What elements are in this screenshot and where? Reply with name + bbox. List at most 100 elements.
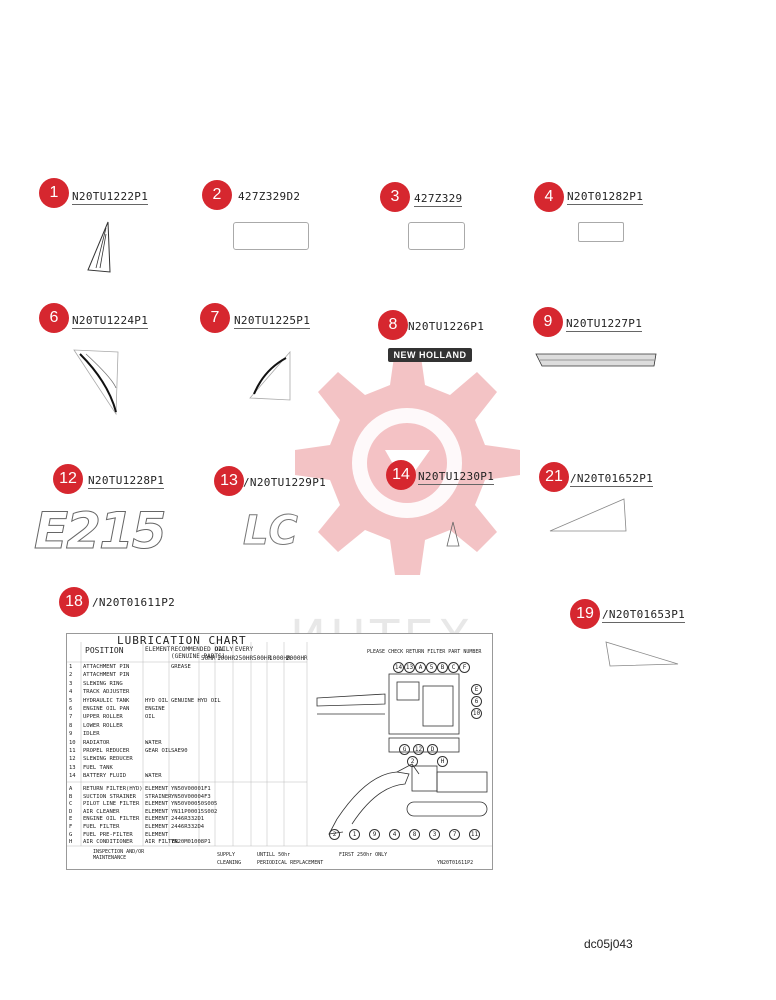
part-number-7: N20TU1225P1 — [234, 314, 311, 329]
row-pos: HYDRAULIC TANK — [83, 697, 130, 704]
callout-3: 3 — [380, 182, 410, 212]
header-hr-250: 250HR — [235, 655, 254, 662]
row-pos: RETURN FILTER(HYD) — [83, 786, 143, 792]
row-oil: GENUINE HYD OIL — [171, 697, 221, 704]
diagram-code: dc05j043 — [584, 937, 633, 951]
decal-4-plate — [578, 222, 624, 242]
excavator-callout: H — [437, 756, 448, 767]
row-pos: ATTACHMENT PIN — [83, 672, 130, 679]
decal-14-stripe — [446, 521, 460, 547]
row-pos: ENGINE OIL PAN — [83, 706, 130, 712]
row-pos: ATTACHMENT PIN — [83, 664, 130, 670]
row-oil: YN50V00050S005 — [171, 801, 218, 808]
excavator-callout: 8 — [409, 829, 420, 840]
row-el: HYD OIL — [145, 697, 169, 704]
row-code: B — [69, 793, 73, 800]
row-pos: RADIATOR — [83, 739, 110, 746]
row-code: 14 — [69, 773, 76, 780]
row-pos: PILOT LINE FILTER — [83, 801, 140, 808]
header-every: EVERY — [235, 646, 254, 653]
row-el: STRAINER — [145, 793, 172, 800]
part-number-4: N20T01282P1 — [567, 190, 644, 205]
row-oil: YN50V00004F3 — [171, 793, 211, 800]
note-until: UNTILL 50hr — [257, 852, 291, 858]
row-code: 7 — [69, 714, 73, 721]
callout-1: 1 — [39, 178, 69, 208]
header-hr-100: 100HR — [217, 655, 236, 662]
excavator-callout: 3 — [429, 829, 440, 840]
row-oil: SAE90 — [171, 748, 188, 754]
chart-code: YN20T01611P2 — [437, 860, 474, 866]
excavator-callout: E — [471, 684, 482, 695]
row-el: WATER — [145, 773, 162, 780]
part-number-1: N20TU1222P1 — [72, 190, 149, 205]
note-periodical: PERIODICAL REPLACEMENT — [257, 860, 324, 866]
excavator-callout: 11 — [469, 829, 480, 840]
header-oil-sub: (GENUINE PARTS) — [171, 653, 226, 660]
excavator-callout: 4 — [389, 829, 400, 840]
row-pos: AIR CLEANER — [83, 808, 120, 815]
row-oil: 2446R332D1 — [171, 816, 205, 823]
decal-7-stripe — [249, 350, 291, 401]
row-pos: SUCTION STRAINER — [83, 793, 136, 800]
row-pos: SLEWING RING — [83, 680, 123, 687]
row-code: 5 — [69, 697, 73, 704]
excavator-callout: G — [399, 744, 410, 755]
row-code: 6 — [69, 706, 73, 712]
row-pos: LOWER ROLLER — [83, 722, 123, 729]
row-el: ELEMENT — [145, 786, 169, 792]
callout-9: 9 — [533, 307, 563, 337]
row-el: ELEMENT — [145, 831, 169, 838]
row-el: ELEMENT — [145, 816, 169, 823]
callout-21: 21 — [539, 462, 569, 492]
note-check-filter: PLEASE CHECK RETURN FILTER PART NUMBER — [367, 649, 482, 655]
row-pos: UPPER ROLLER — [83, 714, 123, 721]
excavator-callout: B — [437, 662, 448, 673]
row-code: E — [69, 816, 73, 823]
decal-9-stripe — [535, 353, 657, 367]
row-el: WATER — [145, 739, 162, 746]
excavator-callout: F — [459, 662, 470, 673]
part-number-6: N20TU1224P1 — [72, 314, 149, 329]
row-el: OIL — [145, 714, 155, 721]
excavator-callout: 7 — [449, 829, 460, 840]
header-hr-50: 50HR — [201, 655, 216, 662]
excavator-callout: 5 — [426, 662, 437, 673]
chart-title: LUBRICATION CHART — [117, 634, 247, 647]
row-pos: FUEL TANK — [83, 764, 113, 771]
callout-8: 8 — [378, 310, 408, 340]
callout-12: 12 — [53, 464, 83, 494]
callout-4: 4 — [534, 182, 564, 212]
excavator-callout: A — [415, 662, 426, 673]
callout-2: 2 — [202, 180, 232, 210]
header-hr-2000: 2000HR — [286, 655, 308, 662]
row-pos: AIR CONDITIONER — [83, 839, 133, 846]
row-el: ELEMENT — [145, 824, 169, 830]
row-code: H — [69, 839, 73, 846]
part-number-19: /N20T01653P1 — [602, 608, 686, 623]
decal-13-suffix: LC — [243, 508, 299, 555]
decal-6-stripe — [73, 349, 119, 416]
row-oil: YN11P00015S002 — [171, 808, 218, 815]
header-position: POSITION — [85, 646, 124, 655]
row-code: D — [69, 808, 73, 815]
row-code: A — [69, 786, 73, 792]
brand-text: NEW HOLLAND — [393, 350, 467, 360]
excavator-callout: C — [448, 662, 459, 673]
row-code: C — [69, 801, 73, 808]
header-daily: DAILY — [215, 646, 234, 653]
decal-3-plate — [408, 222, 465, 250]
row-code: 2 — [69, 672, 73, 679]
row-code: G — [69, 831, 73, 838]
row-pos: TRACK ADJUSTER — [83, 689, 130, 696]
part-number-12: N20TU1228P1 — [88, 474, 165, 489]
header-oil: RECOMMENDED OIL — [171, 646, 226, 653]
row-el: GEAR OIL — [145, 748, 172, 754]
excavator-callout: 1 — [349, 829, 360, 840]
row-code: 10 — [69, 739, 76, 746]
part-number-14: N20TU1230P1 — [418, 470, 495, 485]
decal-19-wedge — [605, 641, 679, 667]
part-number-8: N20TU1226P1 — [408, 320, 485, 333]
excavator-callout: 2 — [329, 829, 340, 840]
header-element: ELEMENT — [145, 646, 171, 653]
